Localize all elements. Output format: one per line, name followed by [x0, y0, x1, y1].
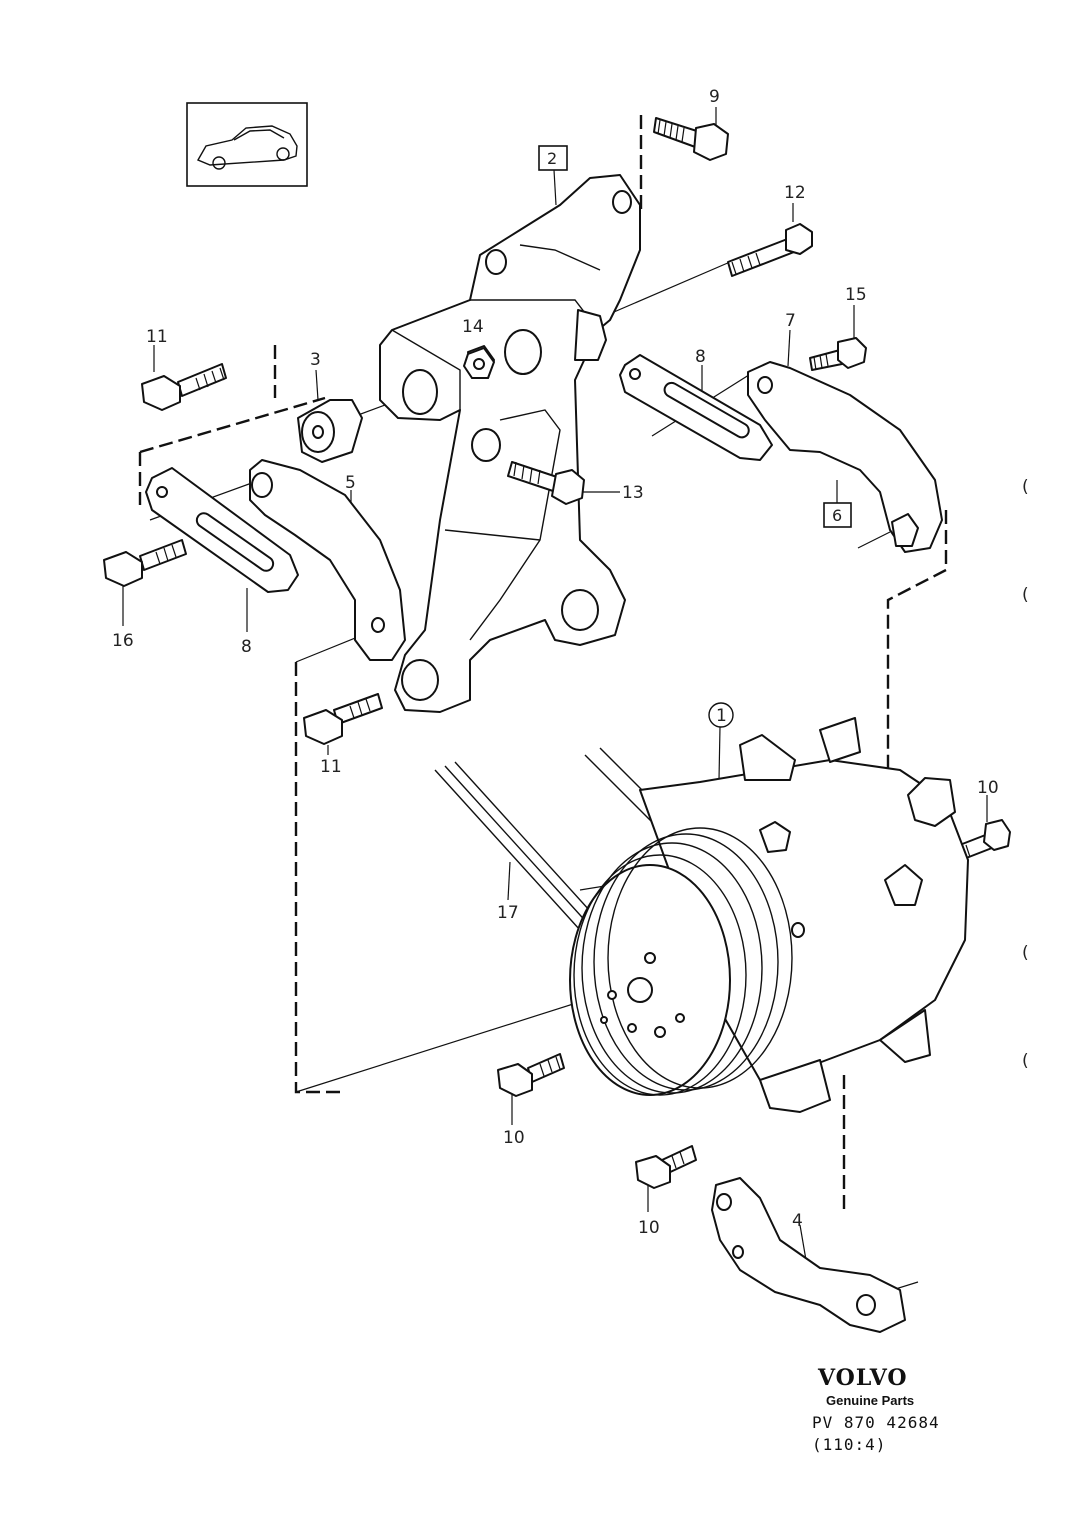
brand-subtitle: Genuine Parts [826, 1393, 914, 1408]
callout-12: 12 [784, 183, 806, 203]
reference-code: (110:4) [812, 1435, 886, 1454]
callout-9: 9 [709, 87, 720, 107]
part-number: PV 870 42684 [812, 1413, 940, 1432]
bolt-part-9 [653, 117, 729, 161]
margin-mark: ( [1022, 477, 1029, 497]
callout-10-bottom: 10 [638, 1218, 660, 1238]
brand-logo: VOLVO [817, 1365, 908, 1391]
callout-7: 7 [785, 311, 796, 331]
bolt-part-10-bottom [635, 1145, 697, 1189]
bolt-part-16 [103, 539, 187, 587]
margin-marks: ( ( ( ( [1022, 477, 1029, 1071]
right-link-part-8 [619, 354, 773, 461]
vehicle-thumbnail [186, 102, 308, 187]
footer: VOLVO Genuine Parts PV 870 42684 (110:4) [812, 1365, 940, 1454]
callout-1: 1 [716, 706, 727, 726]
bolt-part-11-top [141, 363, 227, 411]
callout-10-left: 10 [503, 1128, 525, 1148]
callout-4: 4 [792, 1211, 803, 1231]
callout-11-bottom: 11 [320, 757, 342, 777]
callout-8-right: 8 [695, 347, 706, 367]
callout-16: 16 [112, 631, 134, 651]
callout-2: 2 [547, 149, 557, 168]
callout-labels: 9 2 12 15 11 14 3 7 8 5 13 6 16 8 11 1 1… [112, 87, 999, 1238]
callout-6: 6 [832, 506, 842, 525]
callout-13: 13 [622, 483, 644, 503]
callout-14: 14 [462, 317, 484, 337]
callout-15: 15 [845, 285, 867, 305]
bushing-part-3 [297, 399, 363, 463]
margin-mark: ( [1022, 943, 1029, 963]
nut-part-14 [463, 347, 495, 379]
callout-11-top: 11 [146, 327, 168, 347]
bolt-part-10-left [497, 1053, 565, 1097]
callout-3: 3 [310, 350, 321, 370]
left-bracket-part-5 [249, 459, 406, 661]
callout-5: 5 [345, 473, 356, 493]
bolt-part-11-bottom [303, 693, 383, 745]
bolt-part-12 [727, 223, 813, 277]
margin-mark: ( [1022, 585, 1029, 605]
bolt-part-15 [809, 337, 867, 371]
left-link-part-8 [145, 467, 299, 593]
callout-17: 17 [497, 903, 519, 923]
callout-10-right: 10 [977, 778, 999, 798]
callout-8-left: 8 [241, 637, 252, 657]
ac-compressor-part-1 [569, 717, 969, 1113]
bolt-part-13 [507, 461, 585, 505]
main-bracket-part-2 [379, 174, 641, 713]
right-bracket-part-6 [747, 361, 943, 553]
margin-mark: ( [1022, 1051, 1029, 1071]
bracket-part-4 [711, 1177, 906, 1333]
